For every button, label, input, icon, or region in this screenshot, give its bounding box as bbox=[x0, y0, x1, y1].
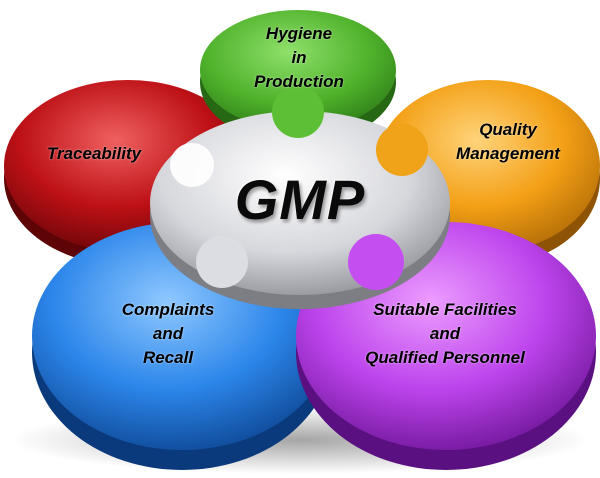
label-facilities-line-3: Qualified Personnel bbox=[365, 348, 525, 367]
label-hygiene-line-1: Hygiene bbox=[265, 24, 333, 43]
label-facilities-line-2: and bbox=[429, 324, 461, 343]
knob-right bbox=[376, 124, 428, 176]
center-hub bbox=[150, 86, 450, 309]
label-facilities: Suitable Facilities and Qualified Person… bbox=[340, 298, 550, 370]
label-facilities-line-1: Suitable Facilities bbox=[373, 300, 517, 319]
label-traceability: Traceability bbox=[28, 142, 160, 166]
label-hygiene-line-3: Production bbox=[254, 72, 344, 91]
label-quality: Quality Management bbox=[438, 118, 578, 166]
label-complaints: Complaints and Recall bbox=[88, 298, 248, 370]
center-title: GMP bbox=[234, 168, 366, 231]
label-hygiene-line-2: in bbox=[291, 48, 307, 67]
label-traceability-line-1: Traceability bbox=[46, 144, 142, 163]
knob-left bbox=[170, 143, 214, 187]
knob-bottom-right bbox=[348, 234, 404, 290]
label-hygiene: Hygiene in Production bbox=[236, 22, 362, 94]
label-quality-line-1: Quality bbox=[479, 120, 537, 139]
label-complaints-line-2: and bbox=[152, 324, 184, 343]
label-complaints-line-3: Recall bbox=[142, 348, 194, 367]
label-quality-line-2: Management bbox=[456, 144, 560, 163]
label-complaints-line-1: Complaints bbox=[121, 300, 215, 319]
knob-bottom-left bbox=[196, 236, 248, 288]
petal-hygiene bbox=[200, 10, 396, 144]
knob-top bbox=[272, 86, 324, 138]
